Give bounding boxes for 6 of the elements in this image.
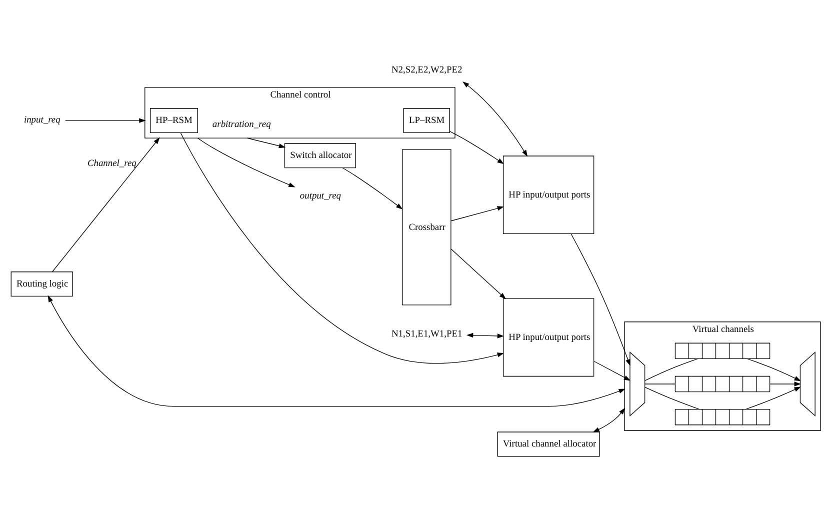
edge-label: arbitration_req — [212, 120, 271, 130]
node-text: output_req — [300, 192, 342, 202]
node-text: input_req — [24, 115, 60, 126]
node-text: N1,S1,E1,W1,PE1 — [391, 330, 462, 340]
edge-label: Channel_req — [87, 158, 136, 169]
node-text: N2,S2,E2,W2,PE2 — [391, 65, 462, 76]
